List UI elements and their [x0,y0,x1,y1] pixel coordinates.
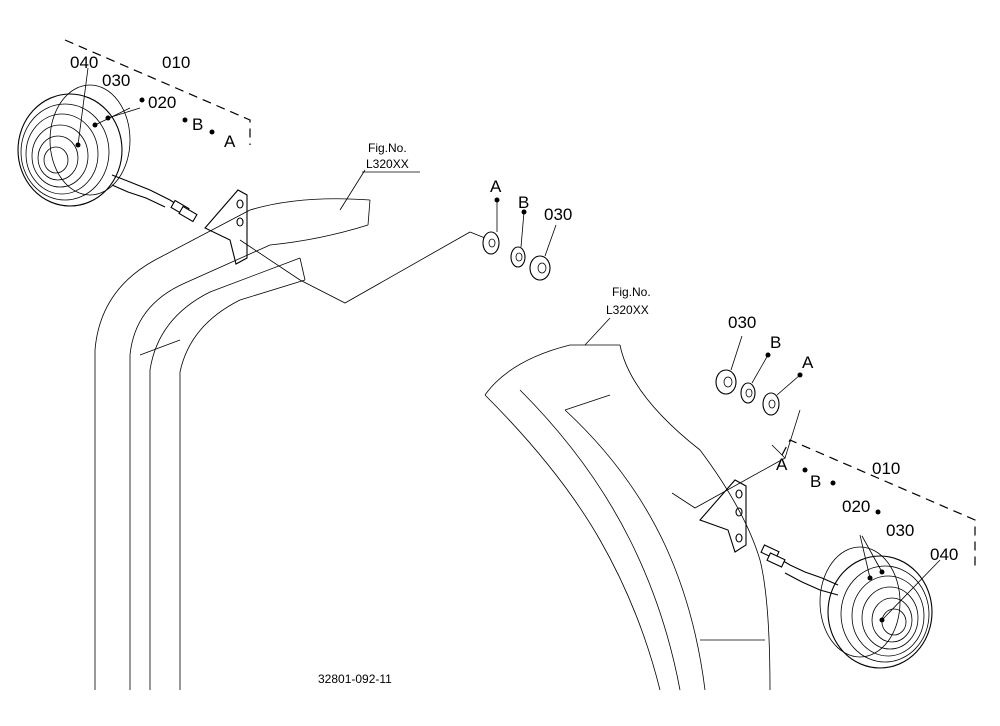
left-hardware [482,197,557,281]
right-hw-label-a: A [802,353,814,372]
left-lamp [17,84,198,223]
right-label-030: 030 [886,521,914,540]
left-mount-bracket [204,189,491,304]
left-hw-label-b: B [518,193,529,212]
right-label-020: 020 [842,497,870,516]
right-hw-label-030: 030 [728,313,756,332]
right-frame [484,317,771,691]
right-group-bracket [781,439,976,570]
left-label-020: 020 [148,93,176,112]
left-fig-ref-line1: Fig.No. [368,141,407,155]
left-hw-label-a: A [490,177,502,196]
right-lamp [760,544,933,669]
right-label-010: 010 [872,459,900,478]
left-frame [94,169,371,690]
left-hw-label-030: 030 [544,205,572,224]
left-fig-ref-line2: L320XX [366,157,409,171]
left-label-030: 030 [102,71,130,90]
left-label-b: B [192,115,203,134]
left-label-a: A [224,132,236,151]
right-fig-ref-line1: Fig.No. [612,285,651,299]
right-hardware [715,335,803,416]
right-label-040: 040 [930,545,958,564]
right-label-a: A [776,455,788,474]
right-callout-leaders [802,467,941,623]
left-callout-leaders [75,67,215,148]
figure-code: 32801-092-11 [318,672,392,686]
right-hw-label-b: B [770,333,781,352]
left-label-010: 010 [162,53,190,72]
right-label-b: B [810,472,821,491]
left-label-040: 040 [70,53,98,72]
left-group-bracket [64,39,251,145]
right-mount-bracket [671,409,801,553]
right-fig-ref-line2: L320XX [606,303,649,317]
